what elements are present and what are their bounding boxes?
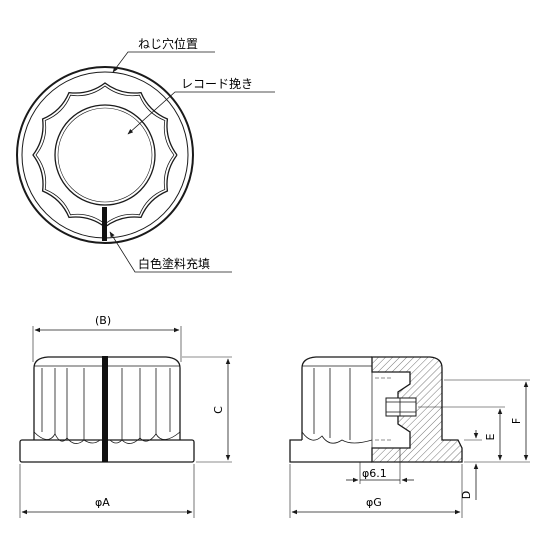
dim-f-label: F — [510, 418, 523, 424]
knob-outer-circle — [16, 66, 194, 244]
dim-d-label: D — [460, 491, 473, 499]
label-white-fill: 白色塗料充填 — [138, 256, 210, 271]
top-view: ねじ穴位置 レコード挽き 白色塗料充填 — [16, 36, 275, 273]
dim-c-label: C — [212, 406, 225, 414]
record-groove-face — [54, 104, 156, 206]
front-view: (B) C φA — [19, 314, 232, 518]
scallop-grip-outline — [32, 82, 178, 228]
flute-lines — [41, 368, 171, 440]
dim-g-label: φG — [366, 496, 382, 509]
section-body-outline — [289, 356, 372, 463]
white-indicator-line — [102, 207, 107, 241]
dim-e-label: E — [484, 433, 497, 440]
scallop-grip-inner-outline — [35, 85, 175, 225]
label-record-groove: レコード挽き — [181, 77, 253, 91]
set-screw — [385, 397, 417, 417]
leader-screw-hole — [112, 51, 215, 73]
leader-record-groove — [127, 91, 275, 135]
front-indicator-line — [102, 356, 108, 462]
section-hatch-area — [371, 356, 463, 463]
leader-white-fill — [109, 231, 232, 273]
section-view: φ6.1 φG D E F — [289, 356, 530, 518]
dim-bore-label: φ6.1 — [362, 467, 387, 480]
dim-b-label: (B) — [95, 314, 111, 327]
record-groove-inner — [57, 107, 153, 203]
dim-a-label: φA — [95, 496, 110, 509]
label-screw-hole: ねじ穴位置 — [138, 36, 198, 51]
